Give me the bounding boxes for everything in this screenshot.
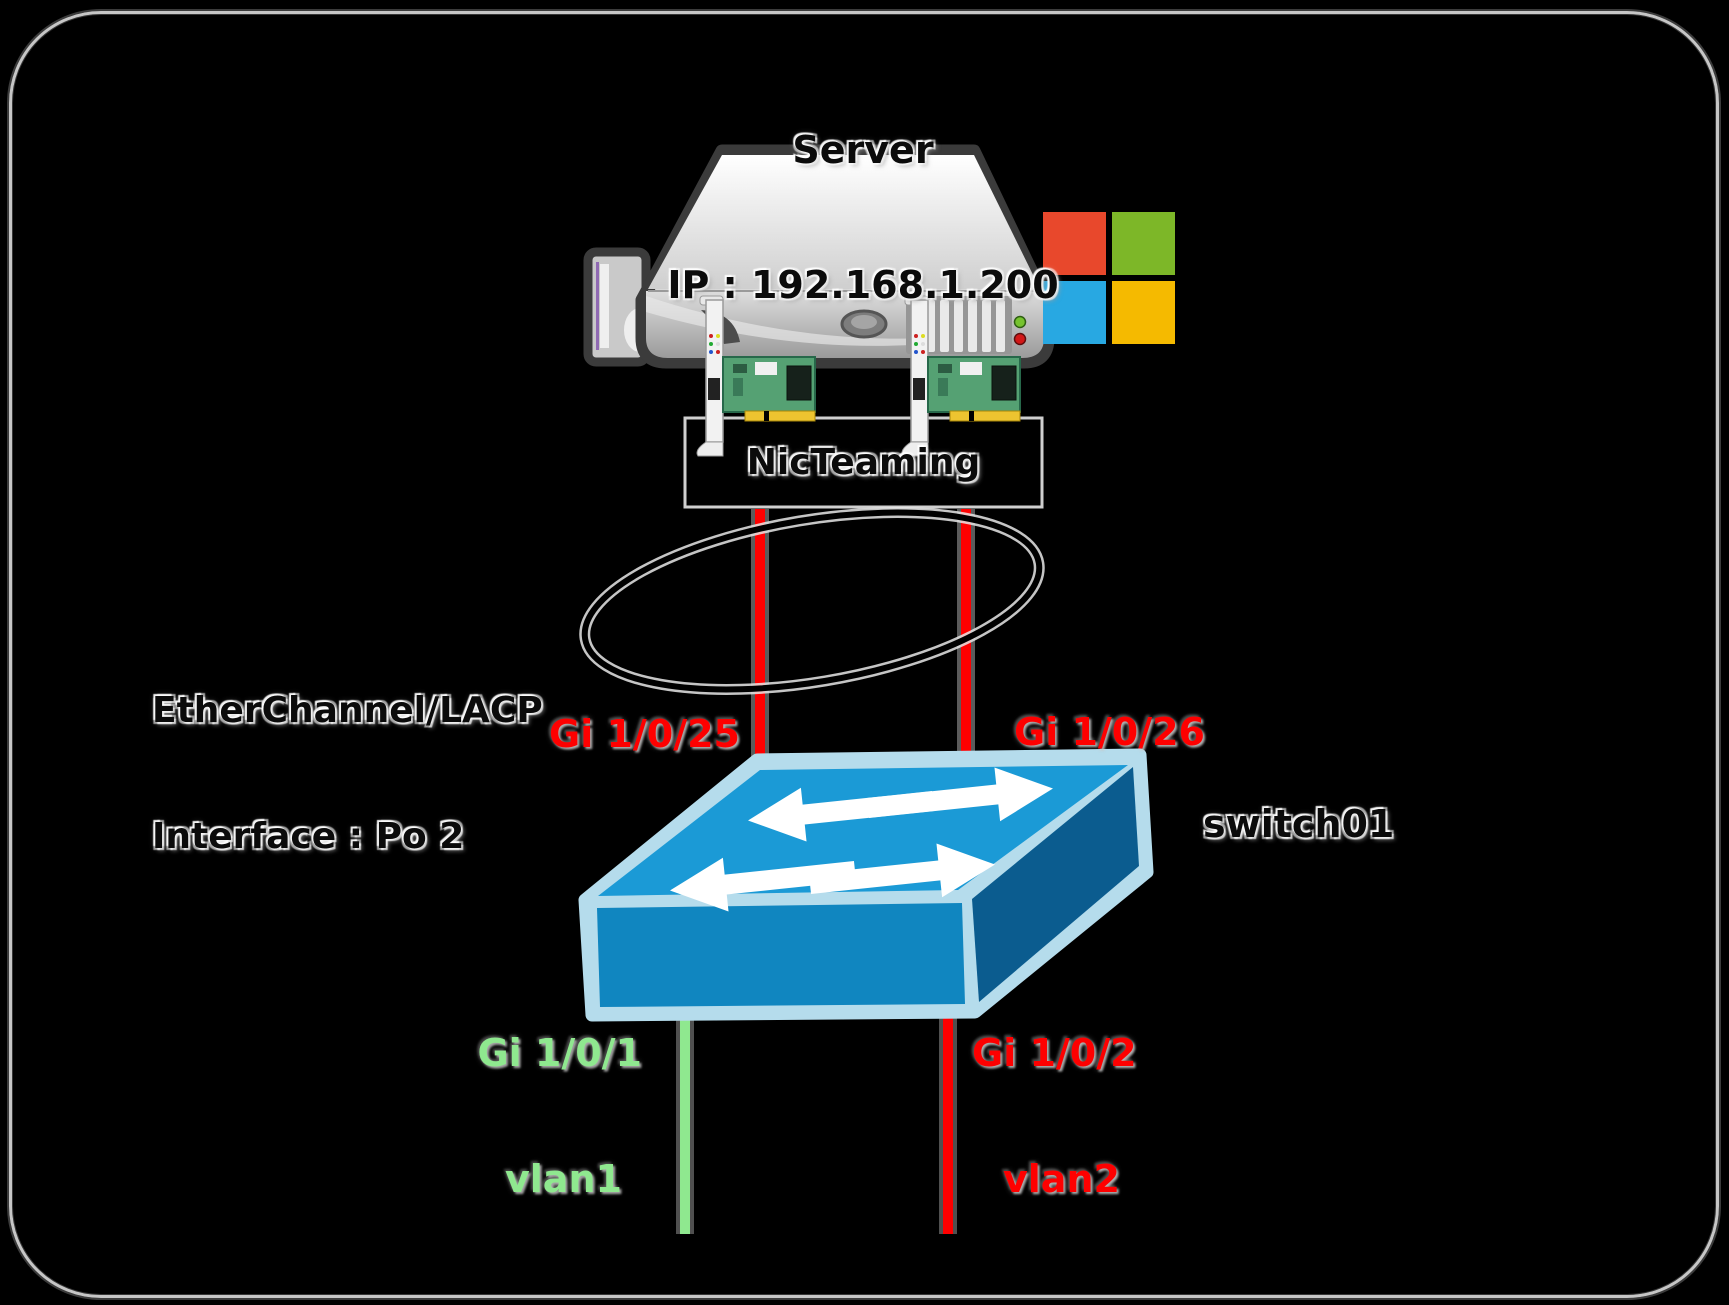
etherchannel-title: EtherChannel/LACP xyxy=(152,690,543,731)
switch-icon xyxy=(578,748,1154,1022)
server-ip: IP : 192.168.1.200 xyxy=(667,263,1059,307)
vlan2-label: vlan2 xyxy=(1003,1157,1120,1201)
port-label-gi-1-0-1: Gi 1/0/1 xyxy=(477,1031,642,1075)
vlan1-label: vlan1 xyxy=(505,1157,622,1201)
uplink-left-line xyxy=(751,509,769,760)
server-title: Server xyxy=(792,128,934,172)
switch-name-label: switch01 xyxy=(1203,802,1395,846)
vlan1-line xyxy=(676,1014,694,1234)
port-label-gi-1-0-26: Gi 1/0/26 xyxy=(1014,710,1205,754)
power-led-icon xyxy=(1013,315,1027,329)
nic-port-icon xyxy=(913,378,925,400)
nic-card-right-icon xyxy=(901,295,1021,457)
alert-led-icon xyxy=(1013,332,1027,346)
diagram-frame xyxy=(9,11,1719,1298)
microsoft-logo-icon xyxy=(1043,212,1175,344)
etherchannel-label-block: EtherChannel/LACP Interface : Po 2 xyxy=(152,606,543,942)
vlan2-line xyxy=(939,1014,957,1234)
port-label-gi-1-0-2: Gi 1/0/2 xyxy=(972,1031,1137,1075)
nicteaming-box xyxy=(683,416,1044,509)
power-button-icon xyxy=(840,309,888,339)
nicteaming-label: NicTeaming xyxy=(746,442,981,483)
nic-port-icon xyxy=(708,378,720,400)
etherchannel-ellipse-icon xyxy=(579,507,1045,695)
port-label-gi-1-0-25: Gi 1/0/25 xyxy=(549,712,740,756)
nic-card-left-icon xyxy=(696,295,816,457)
etherchannel-interface: Interface : Po 2 xyxy=(152,816,465,857)
server-title-block: Server IP : 192.168.1.200 xyxy=(600,38,1126,398)
